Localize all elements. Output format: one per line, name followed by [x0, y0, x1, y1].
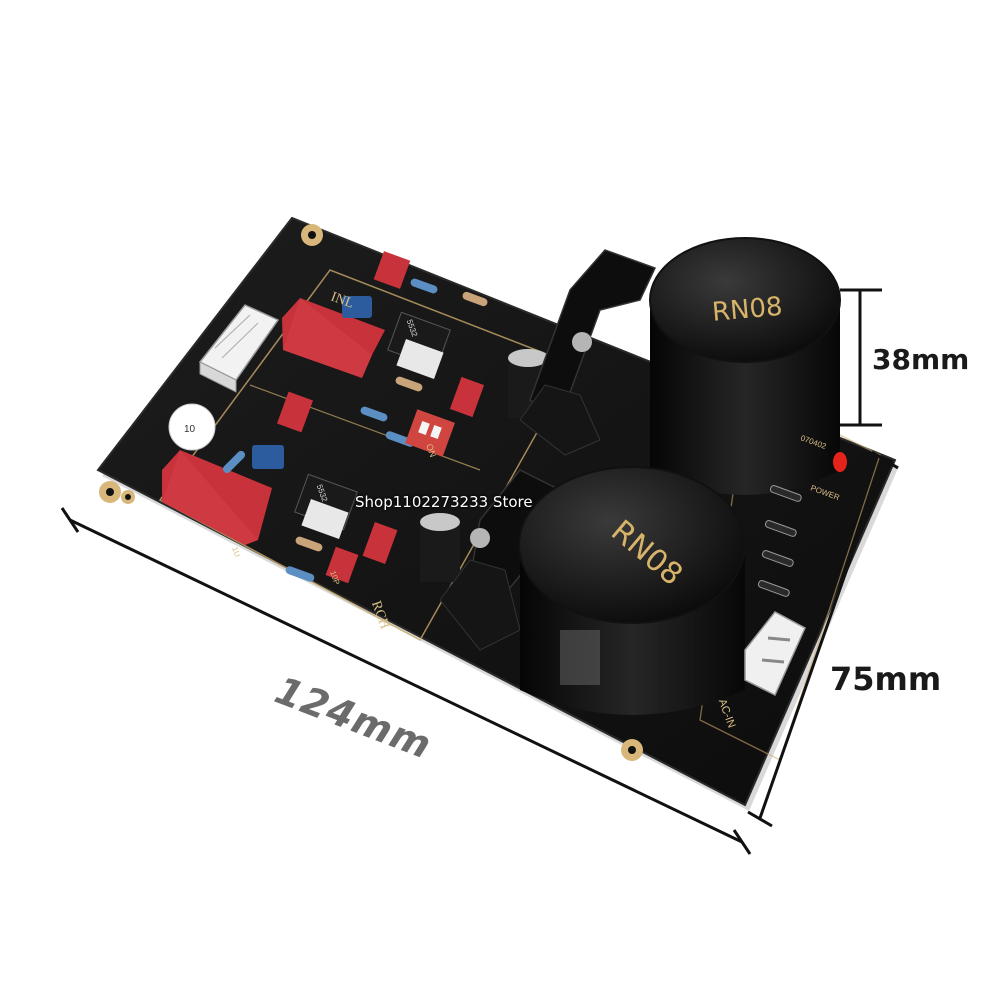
heatsink: [519, 249, 657, 456]
small-film-cap: [276, 391, 314, 433]
input-connector: [198, 304, 280, 393]
small-film-cap: [362, 521, 398, 565]
resistor: [462, 291, 488, 307]
small-film-cap: [325, 546, 359, 584]
dip-switch: [405, 409, 455, 457]
silk-input-left: INL: [329, 290, 356, 312]
diode: [764, 520, 797, 537]
mounting-hole: [121, 490, 135, 504]
ac-input-connector: [744, 611, 806, 697]
resistor: [360, 406, 388, 422]
depth-dimension-line: [747, 450, 899, 828]
opamp-chip: [294, 473, 358, 539]
transformer-label-1: RN08: [711, 292, 784, 328]
resistor: [222, 450, 246, 474]
width-dimension-line: [60, 507, 752, 855]
resistor: [295, 536, 323, 552]
height-dimension-label: 38mm: [872, 343, 970, 376]
power-led: [833, 452, 847, 472]
store-watermark: Shop1102273233 Store: [355, 493, 533, 511]
silk-switch: ON: [424, 442, 438, 458]
blue-capacitor: [252, 445, 284, 469]
film-capacitor: [282, 298, 385, 378]
resistor: [410, 278, 438, 294]
diode: [761, 550, 794, 567]
resistor: [285, 566, 315, 582]
film-capacitor: [162, 450, 272, 545]
small-film-cap: [373, 251, 411, 289]
depth-dimension-label: 75mm: [830, 660, 942, 698]
small-film-cap: [449, 376, 485, 418]
height-dimension-line: [840, 288, 882, 427]
cap-label-1u: 1U: [230, 546, 242, 559]
mounting-hole: [301, 224, 323, 246]
inspection-sticker-text: 10: [184, 424, 196, 435]
resistor: [395, 376, 423, 392]
blue-capacitor: [342, 296, 372, 318]
mounting-hole: [621, 739, 643, 761]
electrolytic-capacitor: [420, 513, 460, 582]
diode: [757, 580, 790, 597]
transformer-can: [649, 237, 841, 495]
inspection-sticker: [168, 403, 216, 451]
diode: [769, 485, 802, 502]
opamp-chip: [387, 311, 451, 379]
transformer-can: [518, 466, 746, 715]
mounting-hole: [99, 481, 121, 503]
